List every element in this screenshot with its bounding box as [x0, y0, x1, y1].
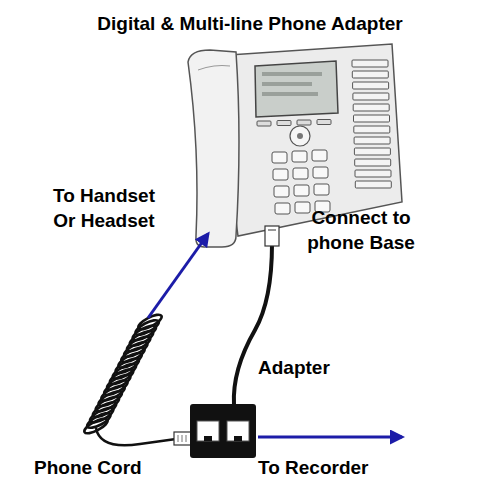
coiled-cord	[96, 428, 176, 445]
line-button	[354, 126, 390, 133]
coiled-cord	[82, 416, 109, 436]
part-label: Connect to phone Base	[300, 206, 422, 255]
keypad-button	[312, 150, 327, 161]
soft-key	[257, 121, 271, 126]
adapter-body	[190, 404, 256, 458]
line-button	[352, 60, 388, 67]
cord-plug	[182, 435, 183, 442]
cord-plug	[174, 432, 192, 445]
keypad-button	[274, 186, 289, 197]
handset	[188, 50, 239, 247]
adapter-body	[190, 404, 256, 458]
line-button	[355, 159, 391, 166]
handset	[188, 50, 239, 247]
line-button	[355, 170, 391, 177]
phone-base	[290, 126, 310, 146]
keypad-button	[272, 150, 330, 214]
soft-key	[257, 120, 331, 127]
phone-base	[297, 133, 303, 139]
line-button	[354, 115, 390, 122]
line-button	[354, 137, 390, 144]
cord-plug	[178, 435, 179, 442]
adapter-body	[227, 421, 249, 441]
base-cable	[234, 226, 279, 405]
line-button	[352, 71, 388, 78]
keypad-button	[293, 168, 308, 179]
label-holder: To Handset Or Headset	[40, 184, 168, 233]
handset	[198, 66, 230, 71]
keypad-button	[272, 152, 287, 163]
adapter-body	[234, 436, 242, 441]
line-button	[353, 104, 389, 111]
base-cable	[268, 230, 276, 231]
keypad-button	[314, 184, 329, 195]
soft-key	[297, 120, 311, 125]
line-button	[353, 93, 389, 100]
phone-base	[262, 82, 312, 86]
soft-key	[317, 120, 331, 125]
line-button	[355, 181, 391, 188]
label-holder: To Recorder	[258, 456, 369, 481]
base-cable	[265, 226, 279, 246]
keypad-button	[292, 151, 307, 162]
label-holder: Connect to phone Base	[300, 206, 422, 255]
adapter-body	[204, 436, 212, 441]
blue-arrow	[148, 234, 208, 318]
keypad-button	[273, 169, 288, 180]
coiled-cord	[82, 312, 176, 445]
keypad-button	[275, 203, 290, 214]
part-label: To Recorder	[258, 456, 369, 481]
line-button	[352, 60, 391, 188]
part-label: Adapter	[258, 356, 330, 381]
cord-plug	[174, 432, 192, 445]
phone-base	[255, 61, 338, 117]
blue-arrow	[258, 436, 402, 439]
part-label: To Handset Or Headset	[40, 184, 168, 233]
blue-arrow	[148, 234, 402, 437]
phone-base	[262, 92, 318, 96]
label-holder: Adapter	[258, 356, 330, 381]
label-holder: Phone Cord	[34, 456, 142, 481]
adapter-body	[197, 421, 219, 441]
keypad-button	[294, 185, 309, 196]
cord-plug	[186, 435, 187, 442]
part-label: Phone Cord	[34, 456, 142, 481]
soft-key	[277, 121, 291, 126]
phone-base	[262, 72, 322, 76]
title: Digital & Multi-line Phone Adapter	[0, 12, 500, 37]
keypad-button	[295, 202, 310, 213]
base-cable	[234, 244, 272, 405]
title-holder: Digital & Multi-line Phone Adapter	[0, 12, 500, 37]
line-button	[354, 148, 390, 155]
keypad-button	[313, 167, 328, 178]
line-button	[353, 82, 389, 89]
